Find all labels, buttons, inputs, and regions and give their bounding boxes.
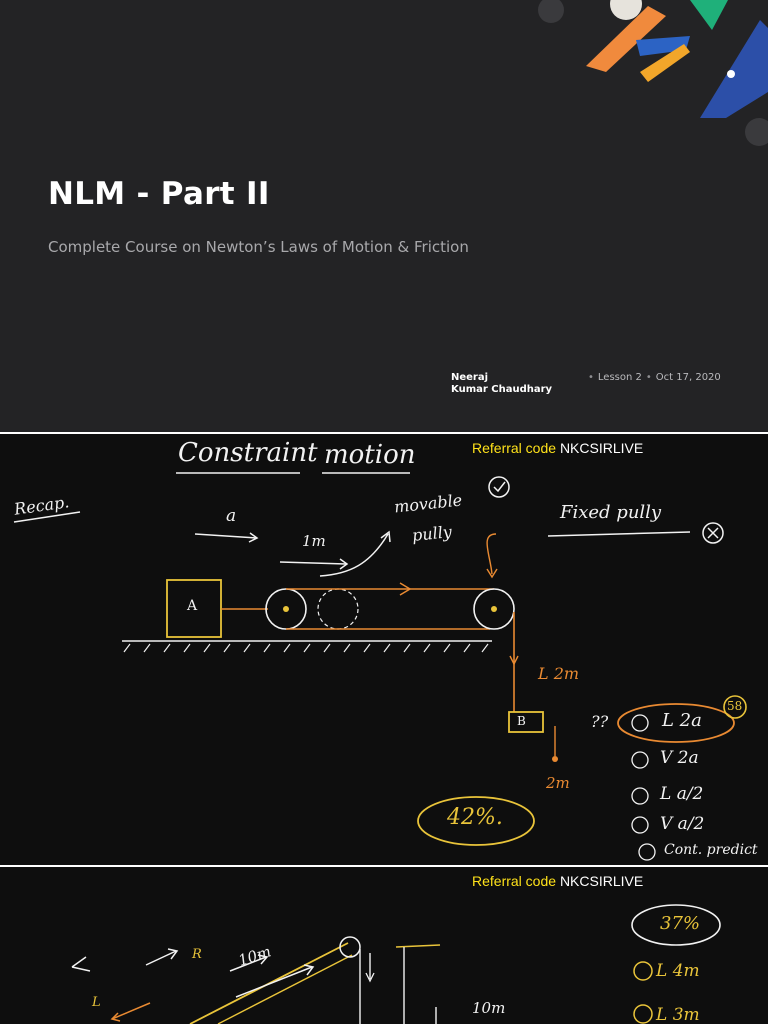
l-label: L <box>92 995 101 1010</box>
lesson-number: Lesson 2 <box>597 372 642 383</box>
option-d: V a/2 <box>660 814 705 834</box>
option-a-badge <box>723 695 747 719</box>
question-mark: ?? <box>591 712 609 731</box>
one-m-label: 1m <box>302 532 326 550</box>
whiteboard-incline-problem: Referral code NKCSIRLIVE R 10m 10m L 37%… <box>0 867 768 1024</box>
deco-yellow-bar <box>640 44 690 82</box>
fixed-pully-label: Fixed pully <box>560 502 662 523</box>
top-pulley <box>339 936 361 958</box>
referral-code: NKCSIRLIVE <box>559 873 644 889</box>
deco-circle-gray-2 <box>745 118 768 146</box>
option-a: L 2a <box>662 710 702 731</box>
block-b <box>508 711 544 733</box>
deco-circle-gray <box>538 0 564 23</box>
option-a-highlight <box>617 703 735 743</box>
accel-label: a <box>226 506 237 526</box>
author-first-name: Neeraj <box>451 372 489 383</box>
bullet-dot: • <box>645 372 652 383</box>
two-m-label: 2m <box>546 774 570 792</box>
lesson-date: Oct 17, 2020 <box>655 372 721 383</box>
deco-circle-light <box>610 0 642 20</box>
ten-m-label: 10m <box>472 999 506 1017</box>
block-a-label: A <box>187 598 198 614</box>
referral-label: Referral code <box>472 440 557 456</box>
board-1-drawing <box>13 472 747 861</box>
recap-underline <box>13 511 81 523</box>
fixed-pully-underline <box>547 531 691 537</box>
option-a: L 4m <box>656 961 700 981</box>
deco-green-drop <box>690 0 728 30</box>
option-e: Cont. predict <box>664 842 758 858</box>
option-b: V 2a <box>660 748 699 768</box>
author-last-name: Kumar Chaudhary <box>451 384 553 395</box>
movable-pulley-shifted <box>317 588 359 630</box>
board-2-drawing <box>71 904 721 1024</box>
deco-pencil-orange <box>586 6 666 72</box>
course-subtitle: Complete Course on Newton’s Laws of Moti… <box>48 238 469 256</box>
fixed-arrow <box>486 533 497 575</box>
percent-ellipse <box>417 796 535 846</box>
accel-arrow <box>194 533 257 539</box>
movable-arrow <box>319 533 389 577</box>
option-c: L a/2 <box>660 784 704 804</box>
heading-constraint: Constraint <box>178 438 318 468</box>
cross-icon <box>702 522 724 544</box>
l-2m-label: L 2m <box>538 664 580 683</box>
poll-percent: 42%. <box>447 805 503 830</box>
poll-percent: 37% <box>660 913 701 934</box>
deco-blue-pen <box>700 20 768 118</box>
option-a-badge-value: 58 <box>727 699 743 713</box>
fixed-pulley <box>473 588 515 630</box>
whiteboard-constraint-motion: Referral code NKCSIRLIVE <box>0 434 768 865</box>
decorative-shapes <box>538 0 768 146</box>
r-label: R <box>192 947 202 962</box>
author-name: Neeraj Kumar Chaudhary <box>451 372 552 396</box>
percent-ellipse <box>631 904 721 946</box>
heading-motion: motion <box>324 440 416 470</box>
one-m-arrow <box>279 561 347 565</box>
lesson-meta: •Lesson 2•Oct 17, 2020 <box>588 372 721 383</box>
check-icon <box>488 476 510 498</box>
referral-banner: Referral code NKCSIRLIVE <box>472 873 643 889</box>
deco-white-dot <box>727 70 735 78</box>
referral-label: Referral code <box>472 873 557 889</box>
option-b: L 3m <box>656 1005 700 1024</box>
title-slide: NLM - Part II Complete Course on Newton’… <box>0 0 768 432</box>
ceiling <box>395 944 441 948</box>
page-title: NLM - Part II <box>48 176 270 212</box>
ground-hatch <box>123 643 489 653</box>
block-b-label: B <box>517 714 526 728</box>
referral-code: NKCSIRLIVE <box>559 440 644 456</box>
bullet-dot: • <box>588 372 594 383</box>
referral-banner: Referral code NKCSIRLIVE <box>472 440 643 456</box>
